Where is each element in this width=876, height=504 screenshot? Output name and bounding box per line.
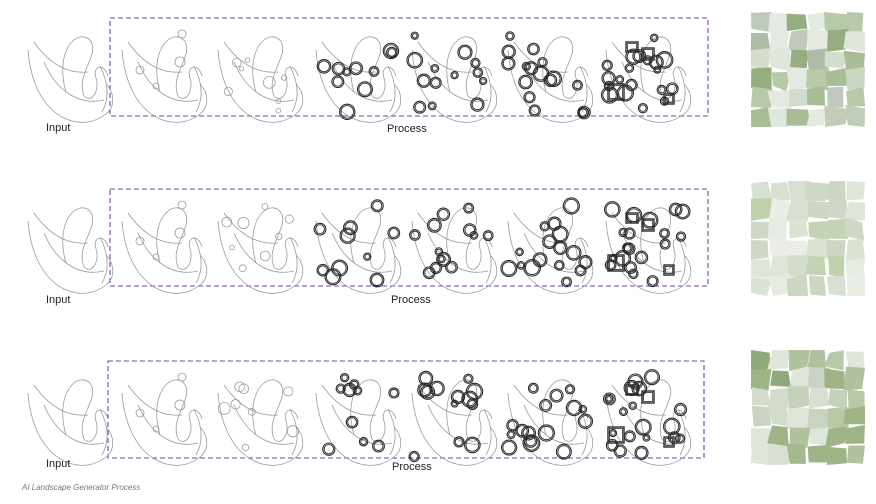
row-1-process-label: Process	[387, 123, 427, 135]
process-row-2	[27, 181, 865, 296]
figure-caption: AI Landscape Generator Process	[22, 483, 141, 492]
row-2-process-label: Process	[391, 294, 431, 306]
process-stage-3	[315, 373, 402, 466]
process-frame	[107, 360, 705, 459]
process-stage-6	[604, 201, 692, 294]
process-stage-3	[313, 199, 402, 294]
output-landscape-tile	[751, 350, 865, 465]
process-row-1	[27, 12, 865, 127]
row-3-input-label: Input	[46, 458, 71, 470]
process-stage-2	[217, 379, 304, 466]
process-stage-2	[217, 36, 304, 123]
process-stage-1	[121, 372, 208, 466]
process-stage-6	[600, 33, 692, 123]
input-sketch	[27, 207, 114, 294]
row-3-process-label: Process	[392, 461, 432, 473]
process-stage-4	[406, 31, 498, 123]
process-stage-4	[408, 370, 498, 466]
process-stage-6	[602, 369, 692, 466]
row-2-input-label: Input	[46, 294, 71, 306]
output-landscape-tile	[751, 12, 865, 127]
input-sketch	[27, 379, 114, 466]
process-frame	[109, 188, 709, 287]
row-1-input-label: Input	[46, 122, 71, 134]
process-stage-1	[121, 200, 208, 294]
process-stage-2	[217, 203, 304, 294]
process-row-3	[27, 350, 865, 466]
process-stage-5	[501, 31, 594, 123]
process-stage-1	[121, 29, 208, 123]
process-stage-3	[315, 36, 402, 123]
process-stage-5	[500, 379, 594, 466]
input-sketch	[27, 36, 114, 123]
process-stage-5	[500, 197, 594, 294]
output-landscape-tile	[751, 181, 865, 296]
process-frame	[109, 17, 709, 117]
process-stage-4	[409, 202, 498, 294]
